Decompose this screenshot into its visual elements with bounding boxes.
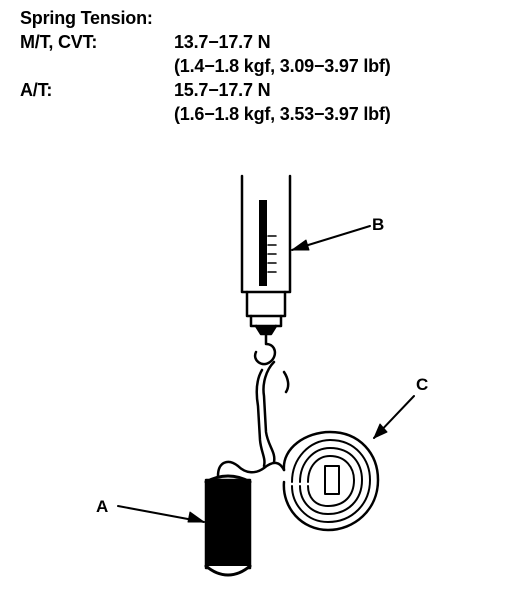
spec-value-at-newton: 15.7−17.7 N — [174, 80, 271, 100]
coil-turn — [291, 439, 371, 523]
arm-top-edge — [204, 474, 252, 484]
spec-value-mt-cvt-newton: 13.7−17.7 N — [174, 32, 271, 52]
link-outer — [262, 360, 276, 464]
spec-label-at: A/T: — [20, 80, 53, 100]
pedal-arm — [204, 474, 252, 577]
spring-tension-spec: Spring Tension: M/T, CVT: 13.7−17.7 N (1… — [20, 6, 510, 126]
spring-hook-end — [216, 460, 286, 478]
spring-scale-indicator — [259, 200, 267, 286]
coil-spring — [282, 430, 380, 532]
spec-value-mt-cvt-kgf-lbf: (1.4−1.8 kgf, 3.09−3.97 lbf) — [174, 56, 391, 76]
coil-center-shaft — [324, 465, 340, 495]
arm-body — [204, 478, 252, 570]
callout-c: C — [416, 375, 428, 394]
spring-scale-collar — [245, 290, 287, 318]
spec-label-mt-cvt: M/T, CVT: — [20, 32, 98, 52]
spec-heading-text: Spring Tension: — [20, 8, 153, 28]
spec-heading: Spring Tension: — [20, 6, 510, 30]
arrowhead-b — [291, 239, 310, 251]
spec-value-at-kgf-lbf: (1.6−1.8 kgf, 3.53−3.97 lbf) — [174, 104, 391, 124]
spec-row-at-alt: (1.6−1.8 kgf, 3.53−3.97 lbf) — [20, 102, 510, 126]
arm-bottom-edge — [204, 564, 252, 577]
coil-turn — [299, 447, 363, 515]
callout-b: B — [372, 215, 384, 234]
callout-a: A — [96, 497, 108, 516]
spring-link — [255, 360, 290, 468]
spec-row-at: A/T: 15.7−17.7 N — [20, 78, 510, 102]
link-loop — [282, 370, 290, 394]
spring-scale-body — [240, 174, 292, 294]
coil-turn-inner — [307, 455, 355, 507]
spec-row-mt-cvt: M/T, CVT: 13.7−17.7 N — [20, 30, 510, 54]
spec-row-mt-cvt-alt: (1.4−1.8 kgf, 3.09−3.97 lbf) — [20, 54, 510, 78]
spring-scale — [240, 174, 292, 366]
link-inner — [255, 368, 266, 468]
arrowhead-c — [373, 423, 388, 439]
coil-turn-outer — [282, 430, 380, 532]
arrowhead-a — [187, 511, 205, 523]
spring-scale-hook — [253, 332, 277, 366]
spring-scale-collar-lower — [249, 314, 283, 328]
